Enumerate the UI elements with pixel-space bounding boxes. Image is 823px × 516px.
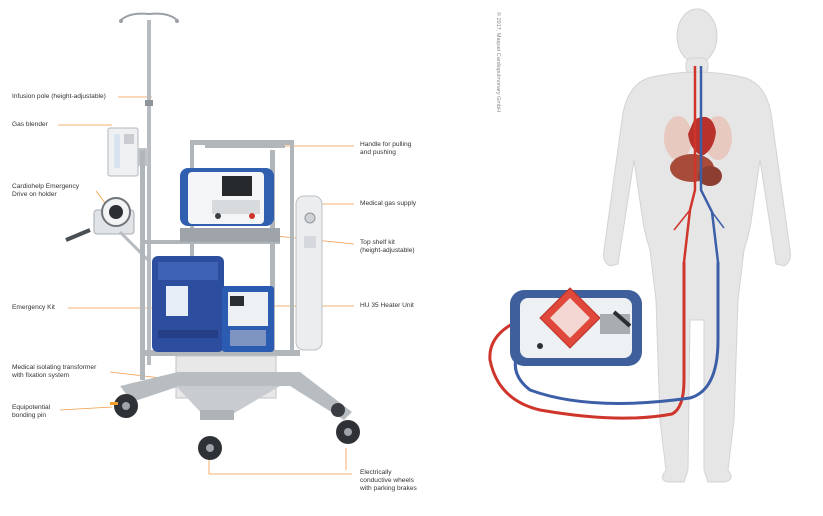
label-emergency-kit: Emergency Kit	[12, 304, 55, 311]
label-bonding-pin: Equipotential bonding pin	[12, 404, 51, 419]
label-gas-blender: Gas blender	[12, 121, 48, 128]
label-heater: HU 35 Heater Unit	[360, 302, 414, 309]
cart-base	[120, 372, 352, 420]
copyright-notice: © 2017, Maquet Cardiopulmonary GmbH	[495, 12, 501, 113]
ecmo-tubing	[488, 262, 720, 420]
organs	[664, 116, 732, 186]
blood-vessels	[673, 66, 725, 263]
cardiohelp-device-icon	[180, 168, 280, 242]
bonding-pin-icon	[110, 402, 118, 405]
gas-cylinder-icon	[295, 195, 323, 351]
heater-unit-icon	[222, 286, 274, 352]
ecmo-console-icon	[510, 287, 642, 366]
infusion-pole-icon	[119, 12, 179, 365]
label-wheels: Electrically conductive wheels with park…	[360, 469, 417, 492]
ecmo-cart	[65, 12, 360, 460]
label-emergency-drive: Cardiohelp Emergency Drive on holder	[12, 183, 80, 198]
label-infusion-pole: Infusion pole (height-adjustable)	[12, 93, 106, 100]
wheels	[114, 394, 360, 460]
human-body-icon	[603, 8, 791, 483]
emergency-kit-icon	[152, 256, 224, 352]
emergency-drive-icon	[65, 197, 152, 264]
label-top-shelf: Top shelf kit (height-adjustable)	[360, 239, 415, 254]
label-handle: Handle for pulling and pushing	[360, 141, 412, 156]
label-gas-supply: Medical gas supply	[360, 200, 417, 207]
label-transformer: Medical isolating transformer with fixat…	[12, 364, 97, 379]
